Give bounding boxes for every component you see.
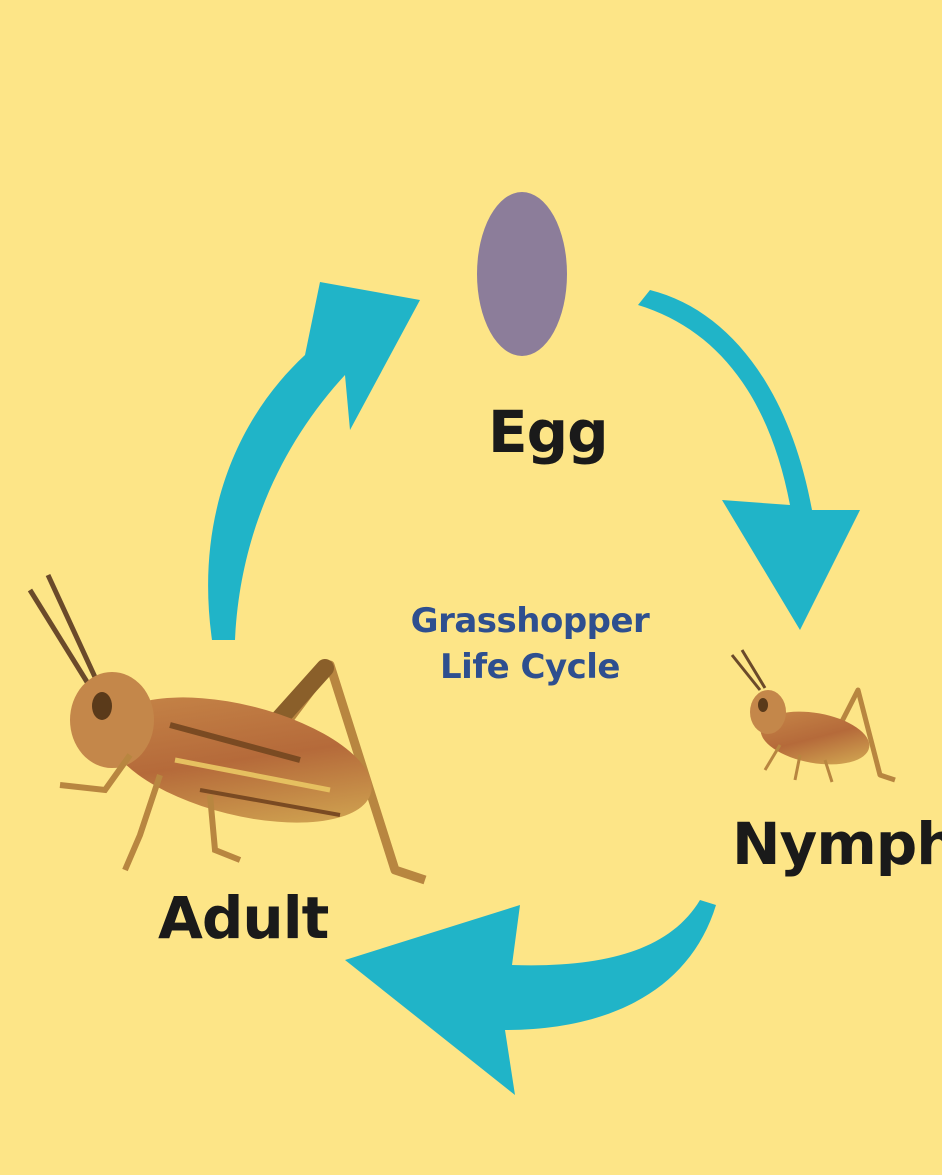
egg-shape [477,192,567,356]
center-title: Grasshopper Life Cycle [360,598,700,690]
stage-label-egg: Egg [488,398,608,466]
center-title-line-2: Life Cycle [360,644,700,690]
arrow-nymph-to-adult [345,900,716,1095]
stage-label-nymph: Nymph [732,810,942,878]
center-title-line-1: Grasshopper [360,598,700,644]
arrow-egg-to-nymph [638,290,860,630]
nymph-grasshopper-illustration [732,650,895,782]
arrow-adult-to-egg [208,282,420,640]
stage-label-adult: Adult [158,884,328,952]
